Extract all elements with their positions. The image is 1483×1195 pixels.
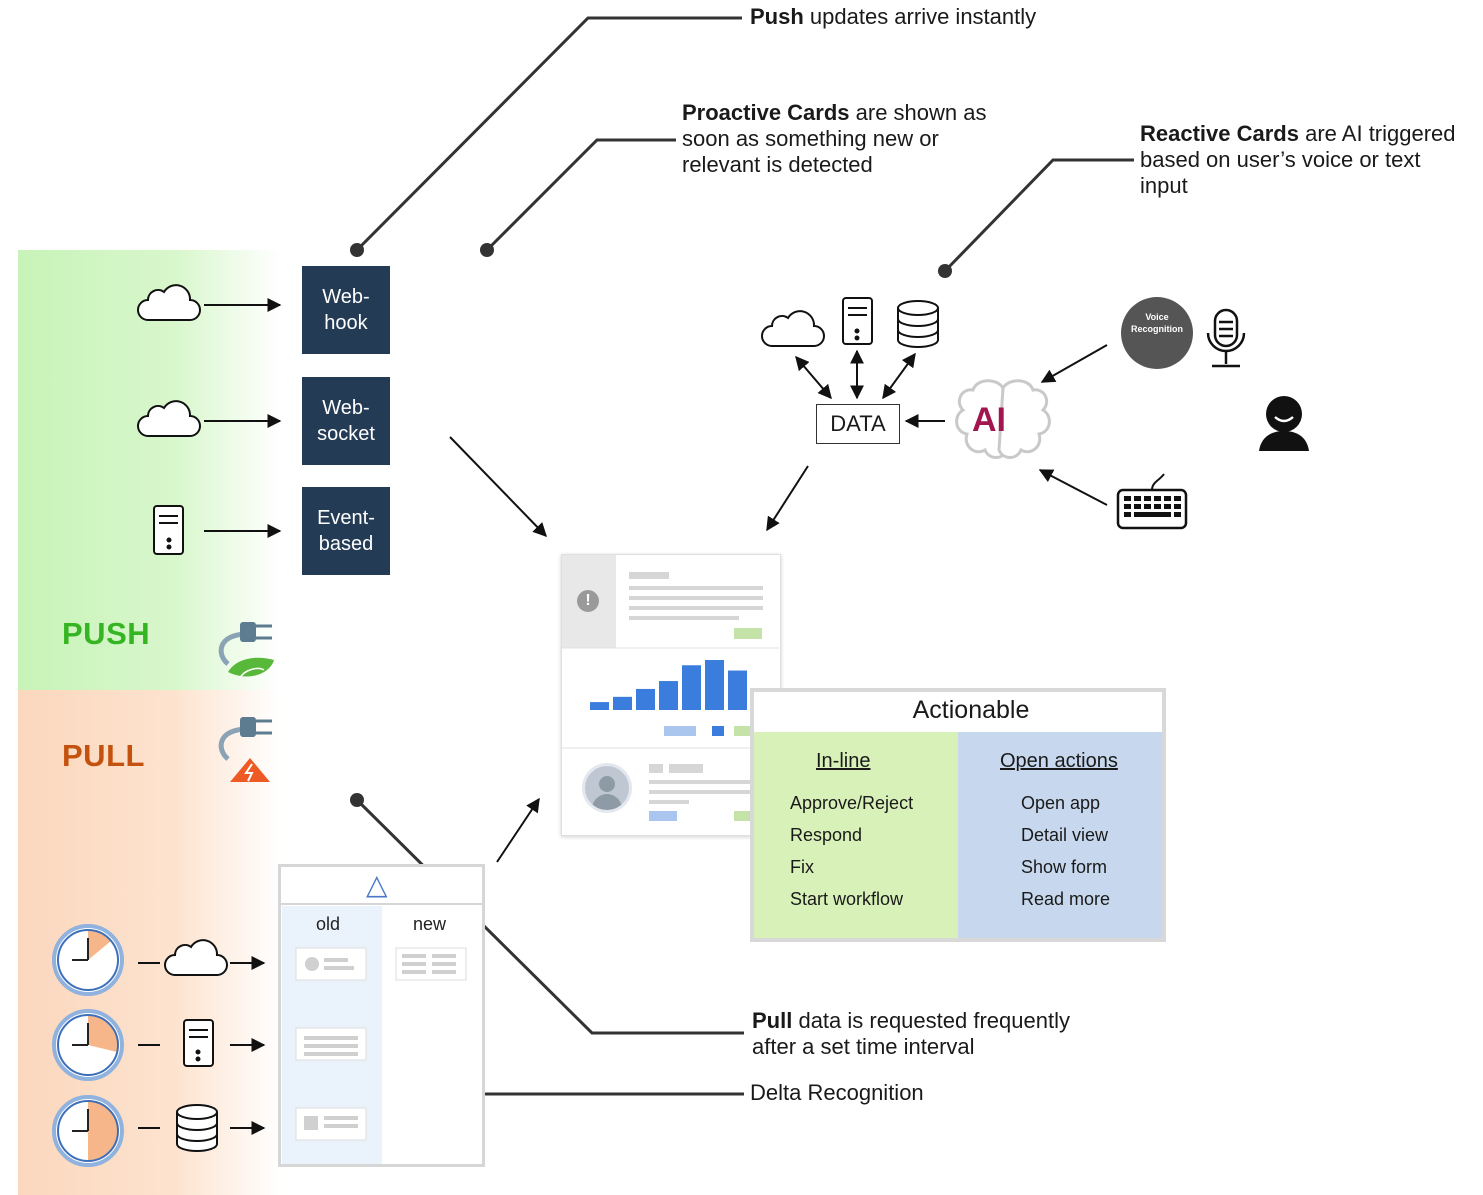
pull-dot <box>350 793 364 807</box>
cloud-icon <box>137 400 201 437</box>
pull-label: PULL <box>62 738 145 773</box>
proactive-annotation: Proactive Cards are shown as soon as som… <box>682 100 987 177</box>
plug-warning-icon <box>218 717 272 782</box>
delta-icon: △ <box>366 869 388 900</box>
inline-item: Respond <box>790 825 863 845</box>
chart-bar <box>636 688 655 710</box>
alert-card-button <box>734 628 762 639</box>
person-card-lines <box>649 764 759 804</box>
alert-card-lines <box>629 572 763 620</box>
server-icon <box>842 297 873 345</box>
avatar <box>582 763 632 813</box>
webhook-box: Web- hook <box>302 266 390 354</box>
push-annotation: Push updates arrive instantly <box>750 4 1037 29</box>
person-card-button <box>734 811 762 821</box>
delta-card-items <box>295 947 467 1141</box>
open-actions-column <box>958 732 1162 938</box>
open-action-item: Detail view <box>1021 825 1109 845</box>
voice-recognition-label: Voice Recognition <box>1131 312 1183 334</box>
push-leader <box>355 16 742 252</box>
delta-old-item <box>295 947 367 981</box>
event-based-box: Event- based <box>302 487 390 575</box>
alert-icon: ! <box>577 590 599 612</box>
websocket-box: Web- socket <box>302 377 390 465</box>
inline-item: Start workflow <box>790 889 904 909</box>
open-actions-heading[interactable]: Open actions <box>1000 750 1118 772</box>
reactive-annotation: Reactive Cards are AI triggered based on… <box>1140 121 1456 198</box>
database-icon <box>897 300 939 348</box>
reactive-dot <box>938 264 952 278</box>
open-action-item: Open app <box>1021 793 1101 813</box>
chart-bar <box>682 665 701 710</box>
chart-bar <box>728 670 747 710</box>
proactive-dot <box>480 243 494 257</box>
pull-annotation: Pull data is requested frequently after … <box>752 1008 1070 1059</box>
pull-arrows <box>138 956 266 1135</box>
push-dot <box>350 243 364 257</box>
chart-card-chip <box>712 726 724 736</box>
inline-item: Approve/Reject <box>790 793 914 813</box>
delta-annotation: Delta Recognition <box>750 1080 924 1105</box>
clock-icon <box>52 1009 124 1081</box>
database-icon <box>176 1104 218 1152</box>
user-icon <box>1259 396 1309 451</box>
clock-icon <box>52 1095 124 1167</box>
microphone-icon <box>1206 308 1246 368</box>
push-arrows <box>204 298 809 863</box>
clock-icon <box>52 924 124 996</box>
delta-old-item <box>295 1107 367 1141</box>
cloud-icon <box>137 284 201 321</box>
server-icon <box>183 1019 214 1067</box>
delta-to-cards-arrow <box>496 797 540 863</box>
actionable-title: Actionable <box>912 696 1030 724</box>
cloud-icon <box>164 939 228 976</box>
data-hub: DATA <box>816 404 900 444</box>
push-to-cards-arrow <box>449 436 547 538</box>
reactive-leader <box>943 158 1134 273</box>
inline-heading[interactable]: In-line <box>816 750 871 772</box>
cloud-icon <box>761 310 825 347</box>
delta-old-item <box>295 1027 367 1061</box>
server-icon <box>153 505 184 555</box>
ai-label: AI <box>972 401 1006 439</box>
delta-new-label: new <box>413 914 447 934</box>
chart-card-bars <box>590 660 747 710</box>
person-card-chip <box>649 811 677 821</box>
push-label: PUSH <box>62 616 151 651</box>
keyboard-icon <box>1116 473 1188 530</box>
proactive-leader <box>485 138 676 252</box>
push-panel <box>18 250 280 690</box>
open-action-item: Show form <box>1021 857 1108 877</box>
inline-item: Fix <box>790 857 814 877</box>
chart-bar <box>613 696 632 710</box>
plug-leaf-icon <box>218 622 274 679</box>
delta-new-item <box>395 947 467 981</box>
brain-icon <box>955 379 1051 459</box>
chart-bar <box>705 660 724 710</box>
open-action-item: Read more <box>1021 889 1111 909</box>
chart-card-chip <box>664 726 696 736</box>
chart-bar <box>659 681 678 710</box>
delta-old-label: old <box>316 914 341 934</box>
data-to-cards-arrow <box>766 465 809 532</box>
data-arrows <box>795 344 1108 506</box>
inline-actions-column <box>754 732 958 938</box>
chart-bar <box>590 702 609 710</box>
voice-recognition-badge: Voice Recognition <box>1121 297 1193 369</box>
delta-header-line <box>280 903 483 905</box>
